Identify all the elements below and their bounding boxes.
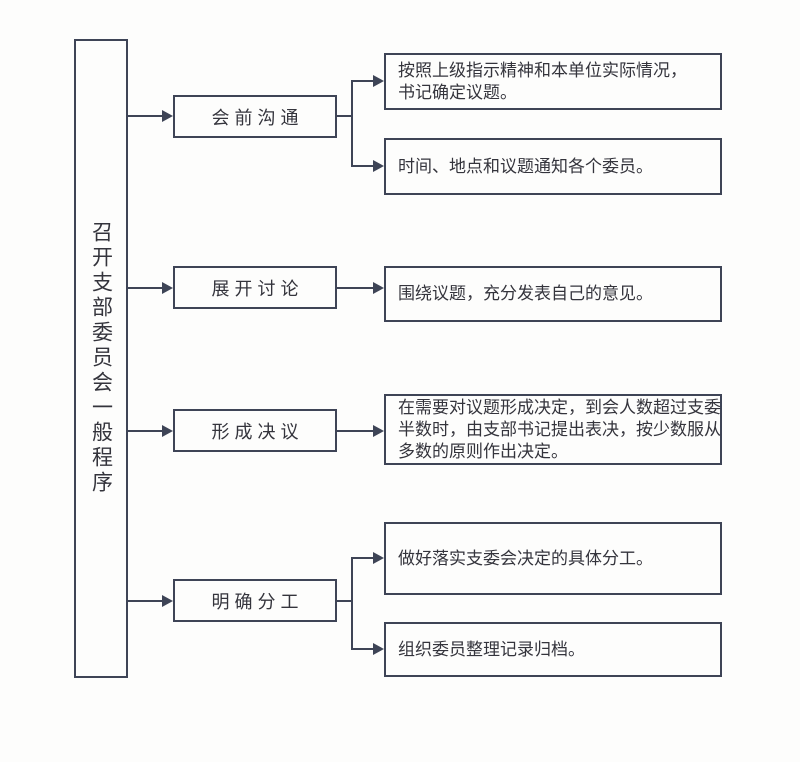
connector-hline [127,430,163,432]
step-box-division: 明确分工 [173,579,337,622]
detail-text: 在需要对议题形成决定，到会人数超过支委 [398,397,721,417]
detail-text: 围绕议题，充分发表自己的意见。 [398,284,653,303]
detail-text: 半数时，由支部书记提出表决，按少数服从 [398,419,721,439]
connector-hline [337,430,374,432]
connector-hline [337,115,353,117]
detail-box-vote: 在需要对议题形成决定，到会人数超过支委 半数时，由支部书记提出表决，按少数服从 … [384,394,722,465]
connector-hline [337,600,353,602]
detail-box-implement: 做好落实支委会决定的具体分工。 [384,522,722,595]
connector-hline [351,557,374,559]
arrowhead-icon [373,75,384,87]
arrowhead-icon [162,595,173,607]
connector-vline [351,81,353,167]
detail-text: 时间、地点和议题通知各个委员。 [398,156,653,176]
arrowhead-icon [373,160,384,172]
detail-text: 做好落实支委会决定的具体分工。 [398,548,653,568]
connector-hline [127,600,163,602]
detail-box-notify: 时间、地点和议题通知各个委员。 [384,138,722,195]
detail-text: 按照上级指示精神和本单位实际情况， [398,60,687,80]
connector-hline [351,648,374,650]
connector-hline [351,165,374,167]
step-box-pre-meeting: 会前沟通 [173,95,337,138]
arrowhead-icon [373,282,384,294]
detail-box-topics: 按照上级指示精神和本单位实际情况， 书记确定议题。 [384,53,722,110]
connector-hline [351,80,374,82]
step-label: 明确分工 [211,591,304,612]
detail-text: 书记确定议题。 [398,82,517,102]
step-label: 会前沟通 [211,107,304,128]
arrowhead-icon [373,552,384,564]
step-label: 展开讨论 [211,278,304,299]
root-box: 召开支部委员会一般程序 [74,39,128,678]
step-box-discussion: 展开讨论 [173,266,337,309]
detail-text: 组织委员整理记录归档。 [398,639,585,659]
connector-vline [351,558,353,650]
arrowhead-icon [162,110,173,122]
connector-hline [127,287,163,289]
step-label: 形成决议 [211,421,304,442]
arrowhead-icon [373,643,384,655]
arrowhead-icon [373,425,384,437]
detail-box-archive: 组织委员整理记录归档。 [384,622,722,677]
arrowhead-icon [162,425,173,437]
arrowhead-icon [162,282,173,294]
step-box-resolution: 形成决议 [173,409,337,452]
detail-text: 多数的原则作出决定。 [398,441,568,461]
connector-hline [127,115,163,117]
root-label: 召开支部委员会一般程序 [89,221,114,496]
connector-hline [337,287,374,289]
detail-box-opinions: 围绕议题，充分发表自己的意见。 [384,266,722,322]
